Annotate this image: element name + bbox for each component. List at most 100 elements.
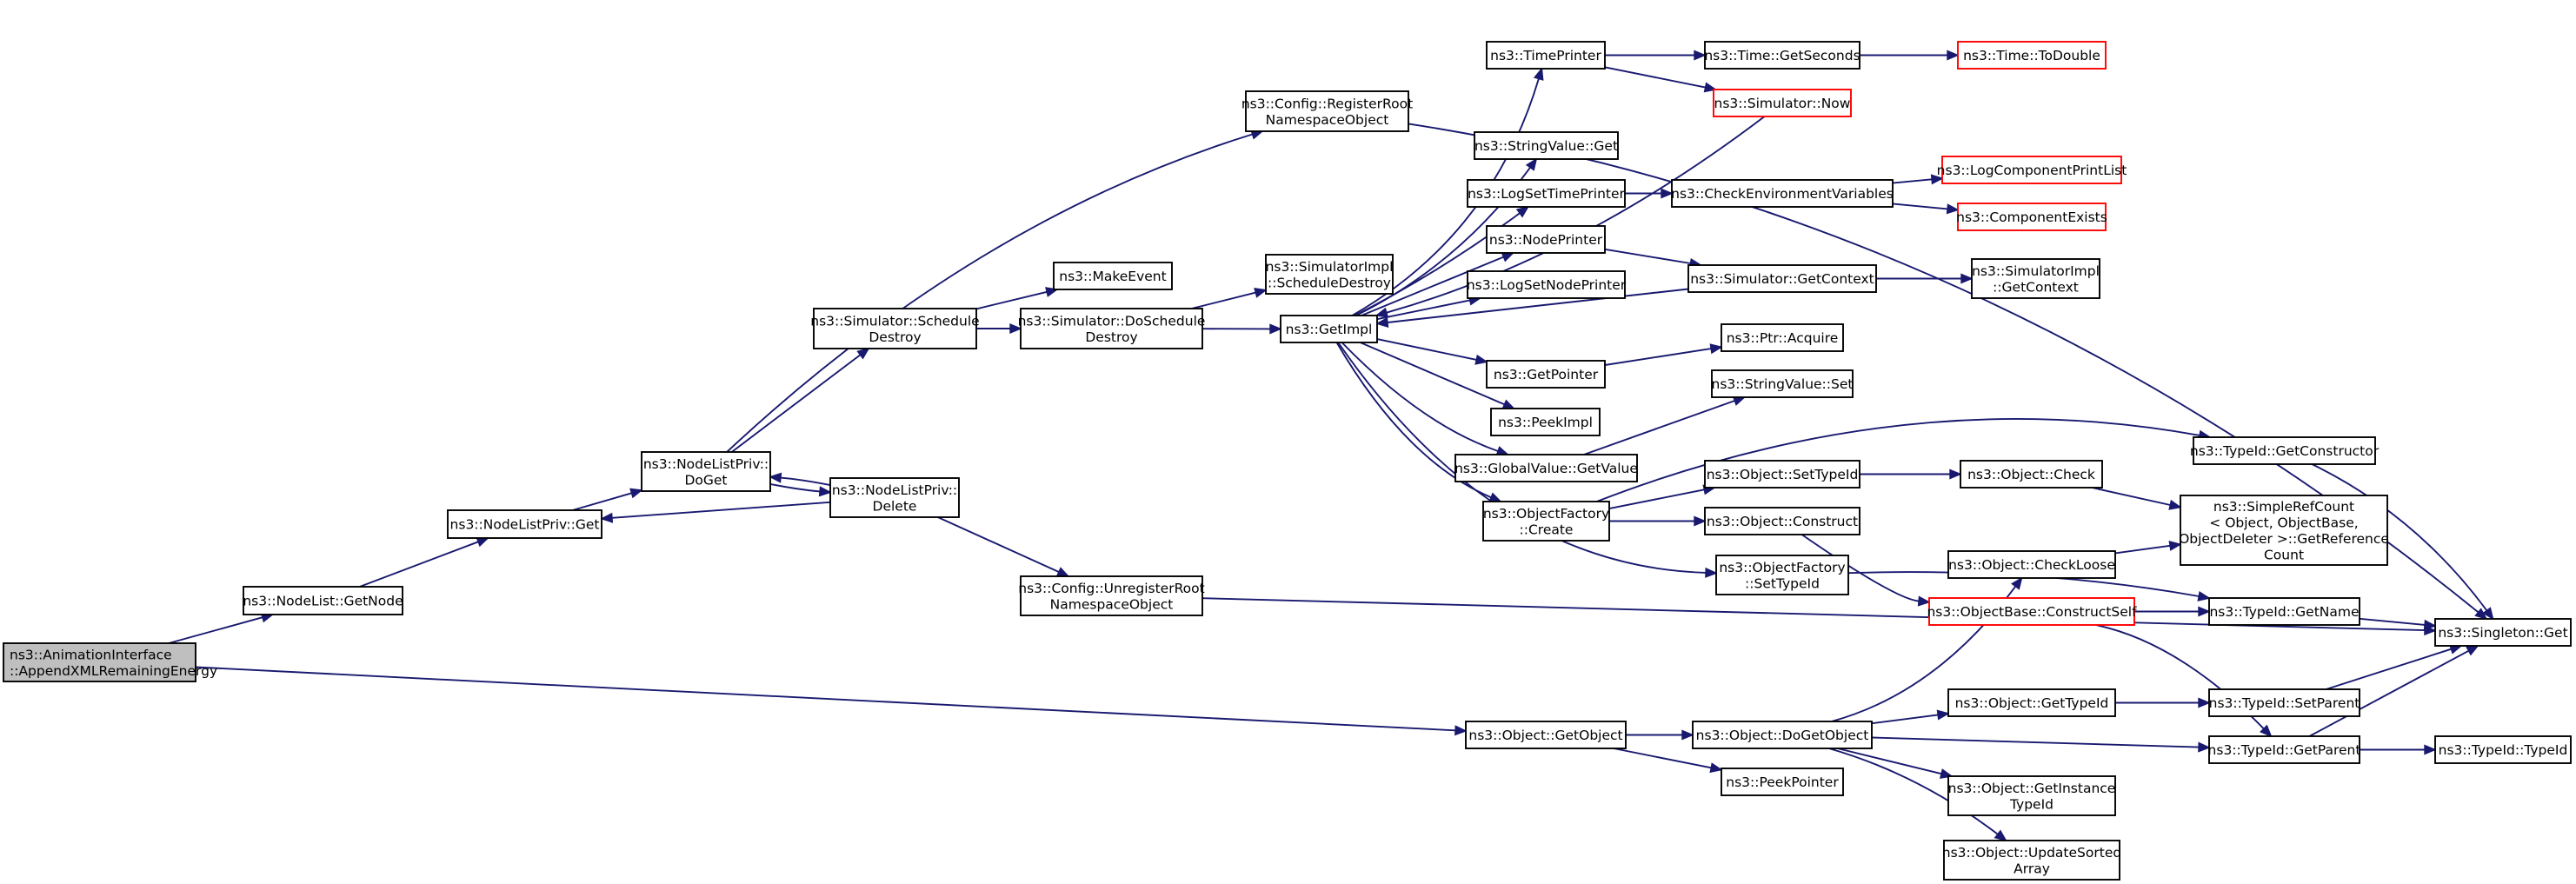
arrowhead-object_getobject-to-object_dogetobject <box>1681 729 1694 741</box>
node-ptr_acquire[interactable]: ns3::Ptr::Acquire <box>1721 323 1844 352</box>
node-label: ns3::Object::Construct <box>1707 514 1858 529</box>
node-objectfactory_create[interactable]: ns3::ObjectFactory::Create <box>1482 501 1610 542</box>
node-config_unregister[interactable]: ns3::Config::UnregisterRootNamespaceObje… <box>1018 575 1205 616</box>
node-simimpl_schedule_destroy[interactable]: ns3::SimulatorImpl::ScheduleDestroy <box>1265 254 1394 295</box>
edge-object_dogetobject-to-typeid_getparent <box>1871 736 2200 748</box>
node-box <box>641 451 771 492</box>
edge-sim_schedule_destroy-to-make_event <box>975 290 1048 310</box>
node-logsetnodeprinter[interactable]: ns3::LogSetNodePrinter <box>1467 270 1627 299</box>
node-object_dogetobject[interactable]: ns3::Object::DoGetObject <box>1692 721 1873 749</box>
node-box <box>3 642 196 682</box>
node-label: ns3::ObjectFactory <box>1719 560 1845 575</box>
node-typeid_getparent[interactable]: ns3::TypeId::GetParent <box>2208 735 2361 764</box>
node-simulator_now[interactable]: ns3::Simulator::Now <box>1713 89 1852 117</box>
node-make_event[interactable]: ns3::MakeEvent <box>1053 262 1173 290</box>
node-label: ns3::Object::UpdateSorted <box>1942 845 2121 861</box>
arrowhead-getimpl-to-timeprinter <box>1533 67 1544 81</box>
node-box <box>2193 436 2376 465</box>
node-typeid_setparent[interactable]: ns3::TypeId::SetParent <box>2208 688 2360 717</box>
node-label: Count <box>2264 547 2304 562</box>
node-stringvalue_set[interactable]: ns3::StringValue::Set <box>1711 369 1854 398</box>
edge-typeid_getconstructor-to-singleton_get <box>2311 463 2488 611</box>
node-label: ns3::SimulatorImpl <box>1972 263 2100 279</box>
node-typeid_getconstructor[interactable]: ns3::TypeId::GetConstructor <box>2190 436 2380 465</box>
node-sim_schedule_destroy[interactable]: ns3::Simulator::ScheduleDestroy <box>810 308 980 349</box>
node-object_checkloose[interactable]: ns3::Object::CheckLoose <box>1947 550 2116 579</box>
node-check_env_vars[interactable]: ns3::CheckEnvironmentVariables <box>1671 179 1894 208</box>
node-logsettimeprinter[interactable]: ns3::LogSetTimePrinter <box>1467 179 1626 208</box>
node-label: ::SetTypeId <box>1745 575 1820 591</box>
node-box <box>1957 41 2107 70</box>
node-box <box>243 586 403 615</box>
node-box <box>1947 775 2116 816</box>
node-object_settypeid[interactable]: ns3::Object::SetTypeId <box>1704 460 1860 489</box>
node-label: ns3::NodeListPriv:: <box>643 456 769 472</box>
node-box <box>1454 454 1638 482</box>
node-stringvalue_get[interactable]: ns3::StringValue::Get <box>1474 131 1619 160</box>
node-box <box>813 308 977 349</box>
node-nodelistpriv_get[interactable]: ns3::NodeListPriv::Get <box>447 509 602 539</box>
arrowhead-typeid_getparent-to-typeid_typeid <box>2424 744 2437 755</box>
node-typeid_getname[interactable]: ns3::TypeId::GetName <box>2208 597 2360 626</box>
nodes-layer: ns3::AnimationInterface::AppendXMLRemain… <box>3 41 2572 881</box>
node-peekpointer[interactable]: ns3::PeekPointer <box>1721 768 1844 796</box>
node-label: ns3::Object::GetObject <box>1468 728 1622 743</box>
node-object_construct[interactable]: ns3::Object::Construct <box>1704 507 1860 535</box>
node-nodelistpriv_delete[interactable]: ns3::NodeListPriv::Delete <box>829 477 960 518</box>
node-box <box>1474 131 1619 160</box>
node-simimpl_getcontext[interactable]: ns3::SimulatorImpl::GetContext <box>1971 258 2100 299</box>
node-box <box>1467 179 1626 208</box>
node-getimpl[interactable]: ns3::GetImpl <box>1280 315 1378 343</box>
node-nodelistpriv_doget[interactable]: ns3::NodeListPriv::DoGet <box>641 451 771 492</box>
node-objectbase_constructself[interactable]: ns3::ObjectBase::ConstructSelf <box>1927 597 2137 626</box>
node-box <box>2208 688 2360 717</box>
node-timeprinter[interactable]: ns3::TimePrinter <box>1486 41 1606 70</box>
node-nodelist_getnode[interactable]: ns3::NodeList::GetNode <box>243 586 403 615</box>
arrowhead-check_env_vars-to-componentexists <box>1946 203 1960 215</box>
node-label: ns3::MakeEvent <box>1059 269 1166 284</box>
arrowhead-sim_doschedule_destroy-to-simimpl_schedule_destroy <box>1254 287 1268 298</box>
edge-object_getobject-to-peekpointer <box>1613 748 1712 769</box>
node-label: ns3::Config::RegisterRoot <box>1241 96 1413 111</box>
node-box <box>1711 369 1854 398</box>
node-componentexists[interactable]: ns3::ComponentExists <box>1956 203 2107 231</box>
node-label: ns3::Config::UnregisterRoot <box>1018 581 1204 596</box>
node-label: ns3::AnimationInterface <box>10 647 172 662</box>
node-globalvalue_getvalue[interactable]: ns3::GlobalValue::GetValue <box>1454 454 1638 482</box>
arrowhead-nodelistpriv_doget-to-nodelistpriv_delete <box>818 486 832 497</box>
edge-object_check-to-simplerefcount <box>2092 487 2171 506</box>
node-objectfactory_settypeid[interactable]: ns3::ObjectFactory::SetTypeId <box>1715 555 1849 595</box>
node-box <box>1280 315 1378 343</box>
node-typeid_typeid[interactable]: ns3::TypeId::TypeId <box>2434 735 2572 764</box>
edge-nodelist_getnode-to-nodelistpriv_get <box>359 541 479 588</box>
node-object_gettypeid[interactable]: ns3::Object::GetTypeId <box>1947 688 2116 717</box>
arrowhead-getpointer-to-ptr_acquire <box>1709 343 1723 355</box>
arrowhead-object_check-to-simplerefcount <box>2168 499 2182 510</box>
arrowhead-time_getseconds-to-time_todouble <box>1947 50 1960 61</box>
node-getpointer[interactable]: ns3::GetPointer <box>1486 360 1606 389</box>
edge-object_dogetobject-to-object_getinstancetypeid <box>1837 748 1942 775</box>
node-logcomponentprintlist[interactable]: ns3::LogComponentPrintList <box>1937 156 2127 184</box>
node-peekimpl[interactable]: ns3::PeekImpl <box>1490 408 1601 436</box>
node-object_getobject[interactable]: ns3::Object::GetObject <box>1465 721 1627 749</box>
node-box <box>1020 575 1203 616</box>
node-simulator_getcontext[interactable]: ns3::Simulator::GetContext <box>1687 264 1877 293</box>
edge-sim_doschedule_destroy-to-simimpl_schedule_destroy <box>1191 291 1256 309</box>
node-time_getseconds[interactable]: ns3::Time::GetSeconds <box>1704 41 1860 70</box>
node-label: ns3::Object::GetInstance <box>1948 781 2116 796</box>
node-label: ns3::CheckEnvironmentVariables <box>1671 186 1894 202</box>
node-box <box>1465 721 1627 749</box>
node-nodeprinter[interactable]: ns3::NodePrinter <box>1486 225 1606 254</box>
arrowhead-nodelist_getnode-to-nodelistpriv_get <box>476 536 490 548</box>
node-object_check[interactable]: ns3::Object::Check <box>1960 460 2103 489</box>
node-time_todouble[interactable]: ns3::Time::ToDouble <box>1957 41 2107 70</box>
node-root[interactable]: ns3::AnimationInterface::AppendXMLRemain… <box>3 642 217 682</box>
node-label: ns3::LogSetNodePrinter <box>1467 277 1627 293</box>
arrowhead-root-to-object_getobject <box>1454 725 1468 736</box>
node-simplerefcount[interactable]: ns3::SimpleRefCount< Object, ObjectBase,… <box>2179 495 2389 566</box>
node-singleton_get[interactable]: ns3::Singleton::Get <box>2434 618 2572 647</box>
